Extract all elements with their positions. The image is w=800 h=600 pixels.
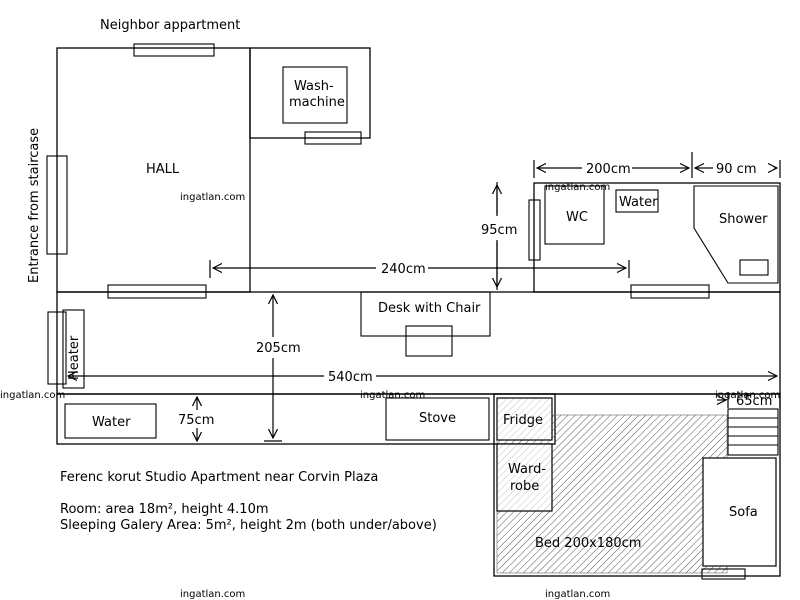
caption-room: Room: area 18m², height 4.10m	[60, 502, 269, 517]
desk-label: Desk with Chair	[378, 301, 481, 316]
fridge-label: Fridge	[503, 413, 543, 428]
wardrobe-hatch	[497, 444, 552, 511]
sofa-label: Sofa	[729, 505, 758, 520]
shower-drain	[739, 259, 769, 276]
ladder	[727, 408, 779, 456]
washmachine-label-2: machine	[289, 95, 345, 110]
washroom-door	[304, 131, 362, 145]
heater-label: Heater	[67, 335, 82, 380]
shower-tray	[693, 185, 779, 284]
water-kitchen	[64, 403, 157, 439]
dim-95-label: 95cm	[481, 223, 517, 238]
desk-chair	[405, 325, 453, 357]
kitchen-counter	[56, 393, 556, 445]
neighbor-label: Neighbor appartment	[100, 18, 240, 33]
wc-door	[528, 199, 541, 261]
dim-65-label: 65cm	[736, 394, 772, 409]
watermark: ingatlan.com	[545, 589, 610, 600]
watermark: ingatlan.com	[0, 390, 65, 401]
watermark: ingatlan.com	[360, 390, 425, 401]
dimension-65cm	[717, 392, 781, 408]
sofa-window	[701, 568, 746, 580]
water-kitchen-label: Water	[92, 415, 131, 430]
heater-radiator	[47, 311, 67, 385]
fridge-hatch	[497, 398, 552, 440]
watermark: ingatlan.com	[180, 589, 245, 600]
dim-540-label: 540cm	[328, 370, 373, 385]
dim-240-label: 240cm	[381, 262, 426, 277]
washroom	[249, 47, 371, 139]
sofa	[702, 457, 777, 567]
water-wc-label: Water	[619, 195, 658, 210]
wc-label: WC	[566, 210, 588, 225]
washmachine	[282, 66, 348, 124]
dimension-90cm	[695, 160, 781, 178]
heater	[62, 309, 85, 389]
hall-label: HALL	[146, 162, 180, 177]
watermarks: ingatlan.com ingatlan.com ingatlan.com i…	[0, 182, 780, 600]
dimension-205cm	[264, 295, 282, 442]
bed-label: Bed 200x180cm	[535, 536, 641, 551]
dim-90-label: 90 cm	[716, 162, 757, 177]
caption-title: Ferenc korut Studio Apartment near Corvi…	[60, 470, 378, 485]
desk	[360, 291, 491, 337]
dim-75-label: 75cm	[178, 413, 214, 428]
watermark: ingatlan.com	[180, 192, 245, 203]
watermark: ingatlan.com	[715, 390, 780, 401]
neighbor-door	[133, 43, 215, 57]
entrance-door	[46, 155, 68, 255]
caption-gallery: Sleeping Galery Area: 5m², height 2m (bo…	[60, 518, 437, 533]
sleeping-area	[493, 393, 781, 577]
stove	[385, 397, 490, 441]
watermark: ingatlan.com	[545, 182, 610, 193]
stove-label: Stove	[419, 411, 456, 426]
water-heater-wc	[615, 189, 659, 213]
wc-fixture	[544, 185, 605, 245]
washmachine-label-1: Wash-	[294, 79, 334, 94]
dim-200-label: 200cm	[586, 162, 631, 177]
shower-label: Shower	[719, 212, 768, 227]
wardrobe-label-2: robe	[510, 479, 539, 494]
dim-205-label: 205cm	[256, 341, 301, 356]
wardrobe-label-1: Ward-	[508, 462, 546, 477]
dimension-240cm	[209, 260, 630, 278]
dimension-200cm	[533, 152, 693, 178]
entrance-label: Entrance from staircase	[27, 128, 42, 283]
